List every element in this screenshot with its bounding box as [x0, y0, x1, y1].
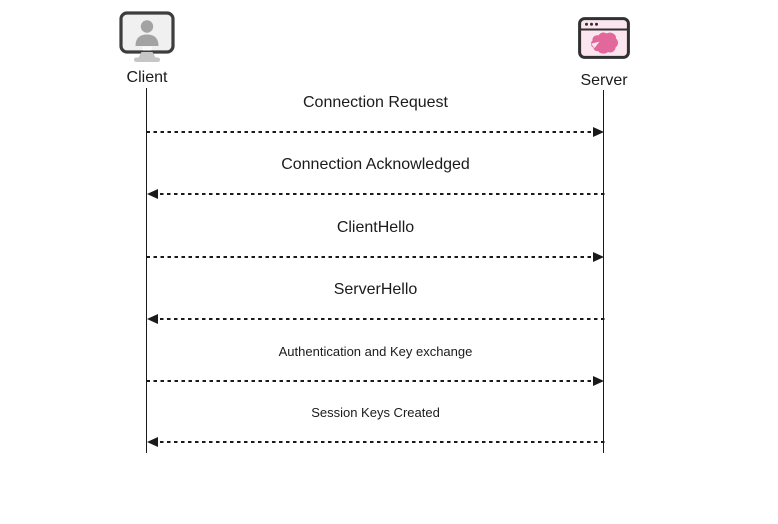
- message-label-authentication-key-exchange: Authentication and Key exchange: [278, 344, 473, 359]
- message-label-connection-request: Connection Request: [303, 94, 448, 111]
- dashed-arrow-right-icon: [146, 127, 604, 137]
- dashed-arrow-left-icon: [147, 437, 605, 447]
- client-lifeline: [146, 88, 148, 453]
- message-label-connection-acknowledged: Connection Acknowledged: [281, 156, 470, 173]
- actor-server-label: Server: [580, 72, 628, 89]
- message-label-session-keys-created: Session Keys Created: [311, 405, 440, 420]
- actor-client-label: Client: [126, 69, 168, 86]
- server-lifeline: [603, 90, 605, 453]
- person-at-monitor-icon: [119, 11, 175, 62]
- message-label-clienthello: ClientHello: [336, 219, 415, 236]
- dashed-arrow-right-icon: [146, 376, 604, 386]
- nestjs-browser-window-icon: [578, 17, 630, 59]
- dashed-arrow-left-icon: [147, 189, 605, 199]
- dashed-arrow-right-icon: [146, 252, 604, 262]
- message-label-serverhello: ServerHello: [333, 281, 418, 298]
- dashed-arrow-left-icon: [147, 314, 605, 324]
